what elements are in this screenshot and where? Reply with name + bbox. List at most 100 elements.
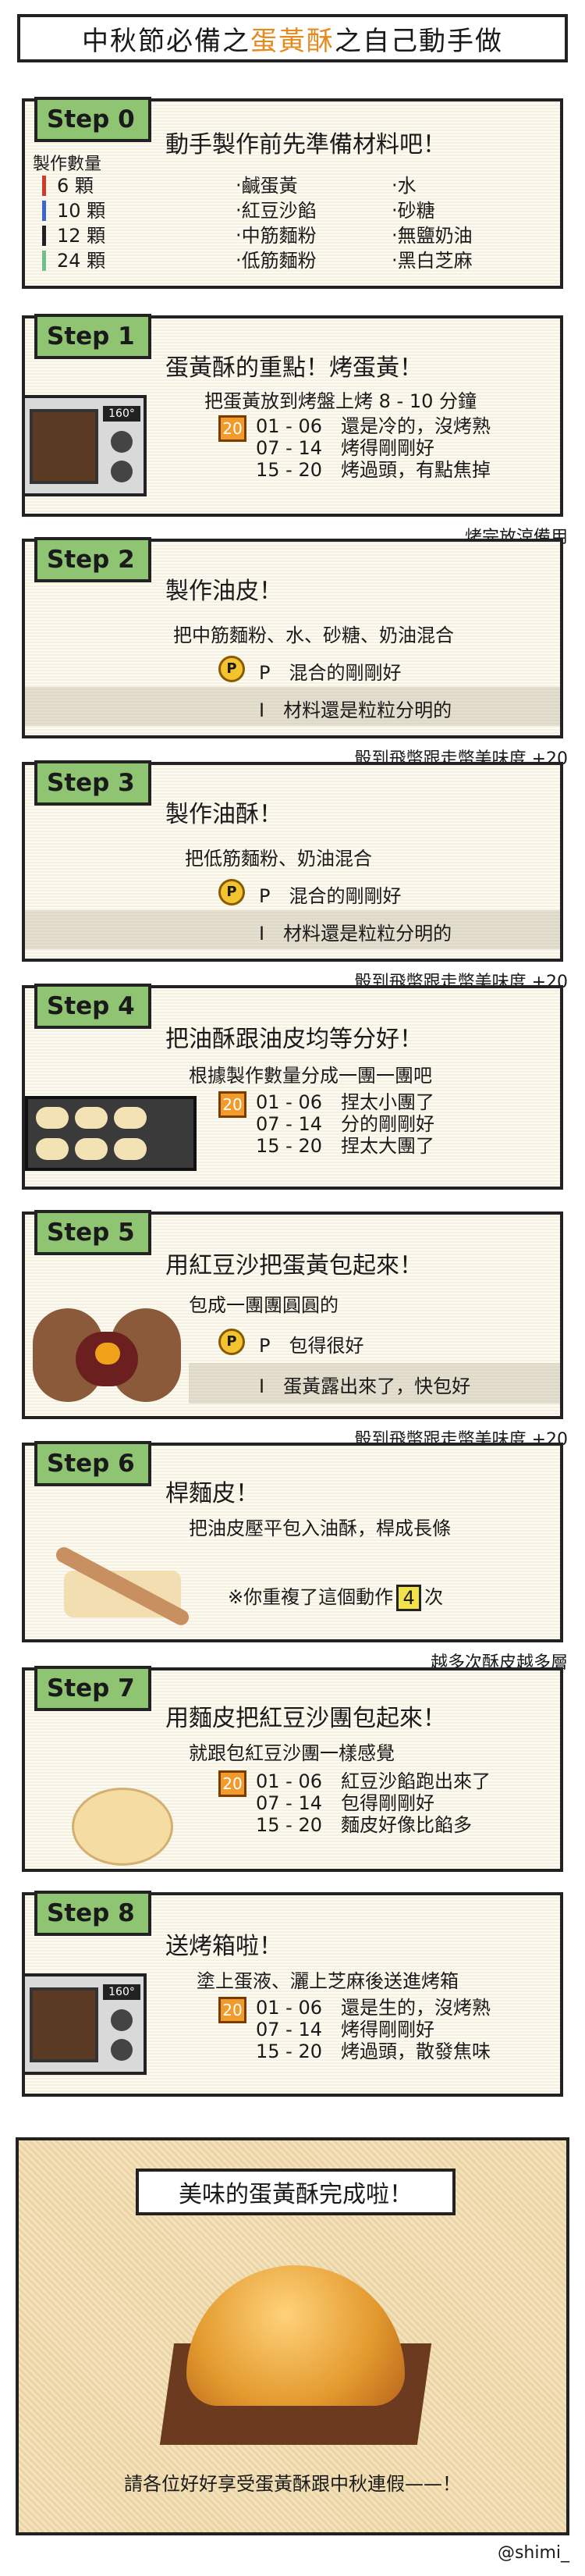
step-7-instruction: 就跟包紅豆沙團一樣感覺 [189, 1742, 395, 1764]
result-row: 07 - 14 分的剛剛好 [256, 1113, 434, 1135]
step-1-heading: 蛋黃酥的重點！烤蛋黃！ [165, 354, 423, 382]
step-1-badge: Step 1 [34, 314, 151, 359]
ingredient-item: ‧無鹽奶油 [392, 225, 473, 247]
step-8-results: 01 - 06 還是生的，沒烤熟 07 - 14 烤得剛剛好 15 - 20 烤… [256, 1997, 491, 2062]
final-message: 請各位好好享受蛋黃酥跟中秋連假——！ [124, 2473, 461, 2495]
outcome-row: P 包得很好 [259, 1335, 364, 1357]
oven-display: 160° [103, 406, 140, 422]
step-4-instruction: 根據製作數量分成一團一團吧 [189, 1065, 432, 1087]
ingredient-item: ‧砂糖 [392, 200, 435, 222]
step-5-badge: Step 5 [34, 1210, 151, 1255]
step-4-badge: Step 4 [34, 984, 151, 1029]
coin-icon: P [218, 1329, 253, 1355]
hands-wrapping-image [33, 1300, 181, 1410]
step-4-heading: 把油酥跟油皮均等分好！ [165, 1026, 423, 1053]
ingredients-left: ‧鹹蛋黃 ‧紅豆沙餡 ‧中筋麵粉 ‧低筋麵粉 [236, 173, 317, 273]
result-row: 01 - 06 還是冷的，沒烤熟 [256, 415, 491, 437]
result-row: 07 - 14 烤得剛剛好 [256, 437, 434, 459]
wrapped-dough-ball [72, 1788, 173, 1866]
quantity-title: 製作數量 [33, 155, 102, 174]
dough-tray-image [25, 1096, 197, 1171]
step-6-instruction: 把油皮壓平包入油酥，桿成長條 [189, 1517, 451, 1539]
title-prefix: 中秋節必備之 [82, 25, 250, 57]
ingredient-item: ‧中筋麵粉 [236, 225, 317, 247]
d20-dice-icon: 20 [218, 1770, 253, 1797]
quantity-item: 12 顆 [57, 225, 106, 247]
quantity-item: 6 顆 [57, 175, 94, 197]
oven-knob-icon [111, 2009, 133, 2031]
coin-icon: P [218, 656, 253, 682]
result-row: 15 - 20 烤過頭，有點焦掉 [256, 459, 491, 481]
step-4-panel: Step 4 把油酥跟油皮均等分好！ 根據製作數量分成一團一團吧 20 01 -… [22, 984, 563, 1190]
shade-band [25, 687, 560, 726]
oven-knob-icon [111, 461, 133, 482]
step-7-results: 01 - 06 紅豆沙餡跑出來了 07 - 14 包得剛剛好 15 - 20 麵… [256, 1770, 491, 1836]
final-title: 美味的蛋黃酥完成啦！ [136, 2169, 456, 2215]
page-title: 中秋節必備之蛋黃酥之自己動手做 [17, 14, 568, 62]
step-1-instruction: 把蛋黃放到烤盤上烤 8 - 10 分鐘 [204, 390, 477, 412]
quantity-item: 24 顆 [57, 250, 106, 272]
step-5-heading: 用紅豆沙把蛋黃包起來！ [165, 1252, 423, 1279]
title-highlight: 蛋黃酥 [250, 25, 335, 57]
step-2-heading: 製作油皮！ [165, 578, 282, 605]
dough-ball [36, 1107, 69, 1129]
step-0-badge: Step 0 [34, 97, 151, 142]
quantity-list: 6 顆 10 顆 12 顆 24 顆 [42, 173, 105, 273]
d20-dice-icon: 20 [218, 415, 246, 442]
ingredient-item: ‧鹹蛋黃 [236, 175, 298, 197]
step-7-panel: Step 7 用麵皮把紅豆沙團包起來！ 就跟包紅豆沙團一樣感覺 20 01 - … [22, 1666, 563, 1872]
d20-dice-icon: 20 [218, 1997, 253, 2023]
step-6-heading: 桿麵皮！ [165, 1480, 259, 1507]
result-row: 15 - 20 麵皮好像比餡多 [256, 1814, 472, 1836]
result-row: 07 - 14 包得剛剛好 [256, 1792, 434, 1814]
step-2-instruction: 把中筋麵粉、水、砂糖、奶油混合 [173, 624, 454, 646]
oven-knob-icon [111, 431, 133, 453]
step-4-results: 01 - 06 捏太小團了 07 - 14 分的剛剛好 15 - 20 捏太大團… [256, 1091, 434, 1157]
step-2-badge: Step 2 [34, 537, 151, 582]
oven-display: 160° [103, 1984, 140, 2000]
egg-yolk [95, 1343, 120, 1364]
oven-knob-icon [111, 2039, 133, 2061]
step-8-heading: 送烤箱啦！ [165, 1933, 282, 1960]
result-row: 07 - 14 烤得剛剛好 [256, 2019, 434, 2041]
dough-ball [36, 1138, 69, 1160]
dough-ball [114, 1138, 147, 1160]
step-2-panel: Step 2 製作油皮！ 把中筋麵粉、水、砂糖、奶油混合 P P 混合的剛剛好 … [22, 537, 563, 738]
oven-window [30, 409, 98, 484]
outcome-row: P 混合的剛剛好 [259, 885, 402, 907]
dough-ball [75, 1107, 108, 1129]
oven-image: 160° [22, 395, 147, 496]
step-8-instruction: 塗上蛋液、灑上芝麻後送進烤箱 [197, 1970, 459, 1992]
step-3-heading: 製作油酥！ [165, 801, 282, 828]
dough-ball [75, 1138, 108, 1160]
result-row: 01 - 06 還是生的，沒烤熟 [256, 1997, 491, 2019]
step-6-badge: Step 6 [34, 1441, 151, 1486]
shade-band [25, 910, 560, 949]
step-5-instruction: 包成一團團圓圓的 [189, 1294, 339, 1316]
ingredient-item: ‧黑白芝麻 [392, 250, 473, 272]
repeat-text: ※你重複了這個動作 [228, 1586, 394, 1608]
dough-ball [114, 1107, 147, 1129]
d20-dice-icon: 20 [218, 1091, 253, 1118]
result-row: 01 - 06 紅豆沙餡跑出來了 [256, 1770, 491, 1792]
egg-yolk-pastry [186, 2265, 405, 2406]
step-1-panel: Step 1 蛋黃酥的重點！烤蛋黃！ 把蛋黃放到烤盤上烤 8 - 10 分鐘 1… [22, 314, 563, 517]
shade-band [189, 1363, 560, 1404]
result-row: 15 - 20 烤過頭，散發焦味 [256, 2041, 491, 2062]
step-8-badge: Step 8 [34, 1891, 151, 1936]
author-credit: @shimi_ [497, 2543, 569, 2563]
final-panel: 美味的蛋黃酥完成啦！ 請各位好好享受蛋黃酥跟中秋連假——！ [16, 2137, 569, 2535]
outcome-row: P 混合的剛剛好 [259, 662, 402, 684]
step-0-heading: 動手製作前先準備材料吧！ [165, 131, 446, 158]
ingredient-item: ‧低筋麵粉 [236, 250, 317, 272]
oven-image: 160° [22, 1973, 147, 2075]
coin-icon: P [218, 879, 253, 906]
ingredient-item: ‧紅豆沙餡 [236, 200, 317, 222]
step-0-panel: Step 0 動手製作前先準備材料吧！ 製作數量 6 顆 10 顆 12 顆 2… [22, 97, 563, 289]
repeat-count: 4 [396, 1585, 422, 1611]
ingredients-right: ‧水 ‧砂糖 ‧無鹽奶油 ‧黑白芝麻 [392, 173, 473, 273]
oven-window [30, 1987, 98, 2062]
ingredient-item: ‧水 [392, 175, 417, 197]
